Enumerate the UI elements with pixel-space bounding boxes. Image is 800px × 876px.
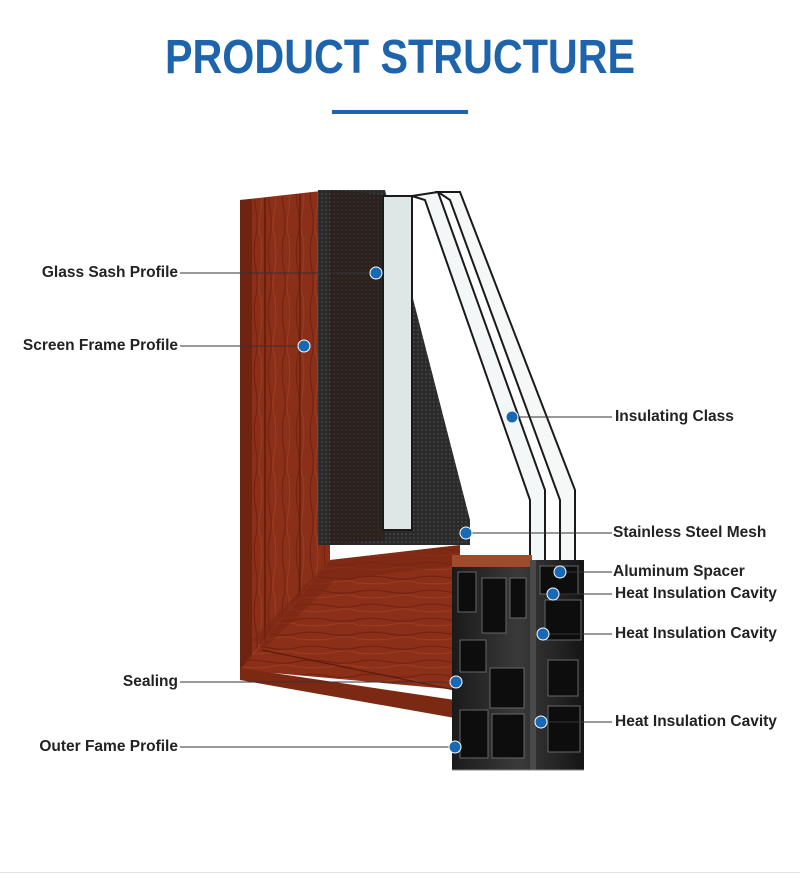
title-underline [332,110,468,114]
insulating-glass [382,190,576,571]
label-sealing: Sealing [122,673,178,690]
label-insulating-glass: Insulating Class [615,408,734,425]
label-glass-sash-profile: Glass Sash Profile [41,264,178,281]
outer-frame-vertical [240,190,330,670]
leader-lines [180,272,612,748]
callout-dots [297,266,567,754]
label-stainless-steel-mesh: Stainless Steel Mesh [613,524,767,541]
label-outer-frame-profile: Outer Fame Profile [39,738,178,755]
bottom-divider [0,872,800,873]
label-heat-insulation-cavity-1: Heat Insulation Cavity [615,585,777,602]
label-heat-insulation-cavity-3: Heat Insulation Cavity [615,713,777,730]
label-aluminum-spacer: Aluminum Spacer [613,563,745,580]
label-screen-frame-profile: Screen Frame Profile [22,337,178,354]
outer-frame-horizontal [240,545,460,718]
label-heat-insulation-cavity-2: Heat Insulation Cavity [615,625,777,642]
page-title: PRODUCT STRUCTURE [164,31,636,84]
aluminum-cross-section [452,555,584,771]
